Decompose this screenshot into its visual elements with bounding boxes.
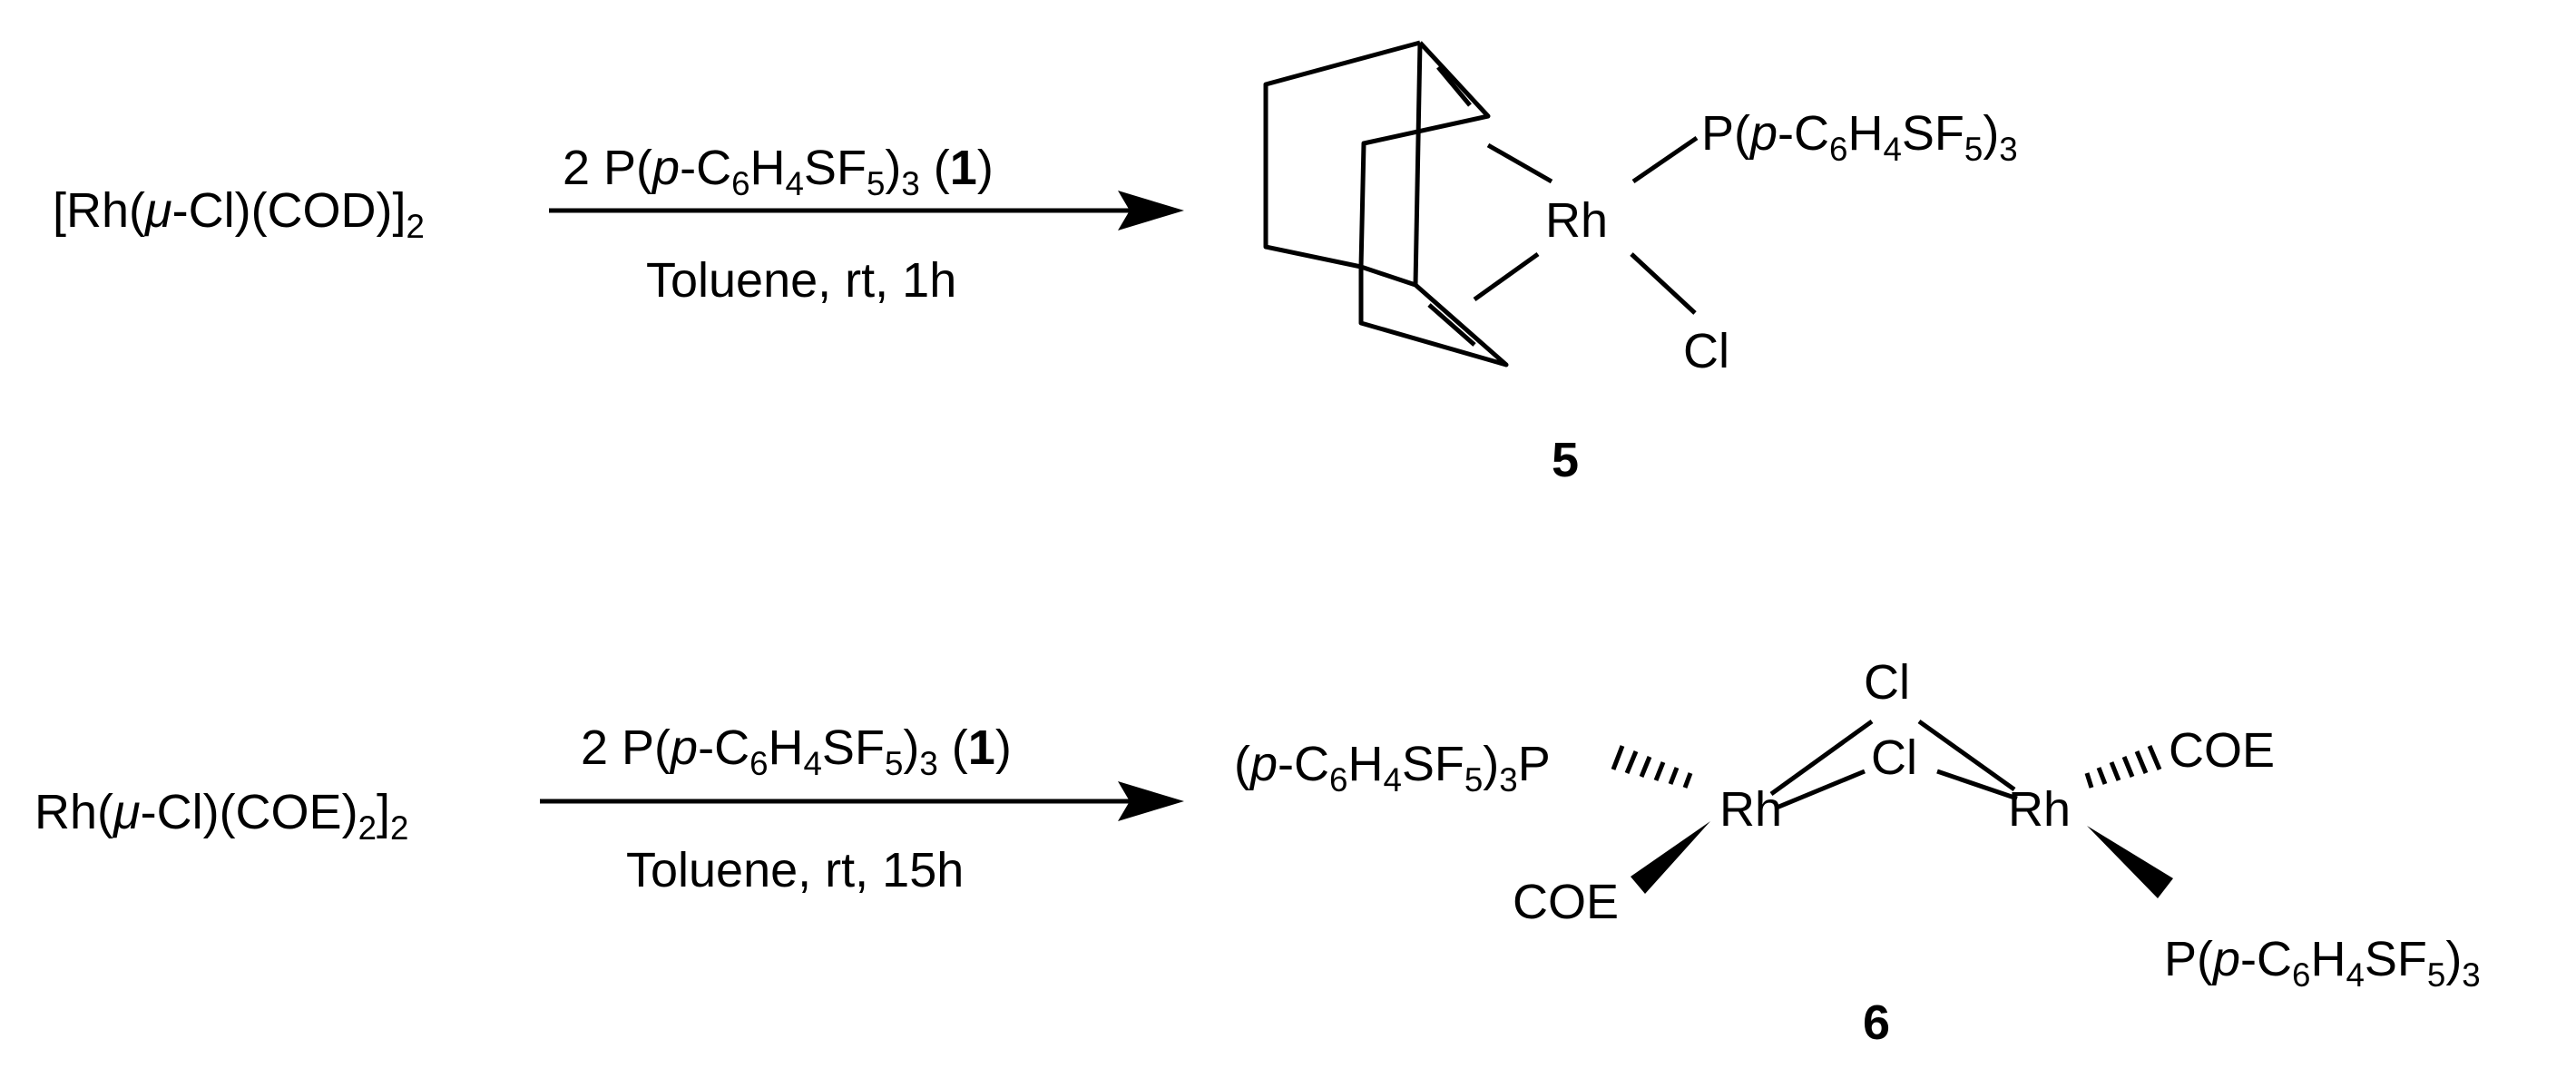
hashed-bond-right-coe — [2084, 745, 2162, 789]
cl-atom-5: Cl — [1683, 324, 1729, 378]
coe-ligand-left: COE — [1513, 875, 1620, 929]
rh-atom-5: Rh — [1545, 193, 1609, 248]
coe-ligand-right: COE — [2169, 723, 2276, 778]
reaction-arrow-1 — [549, 191, 1184, 230]
wedge-bond-left-coe — [1631, 821, 1710, 894]
reaction-arrow-2 — [540, 781, 1184, 821]
compound-number-5: 5 — [1552, 433, 1580, 487]
cl-bridge-top: Cl — [1864, 655, 1910, 710]
reactant-rh-cod-dimer: [Rh(μ-Cl)(COD)]2 — [53, 183, 425, 245]
rh-bonds-5 — [1473, 135, 1699, 315]
ligand-phosphine-right-6: P(p-C6H4SF5)3 — [2164, 932, 2481, 994]
rh-atom-right-6: Rh — [2008, 782, 2072, 837]
ligand-phosphine-5: P(p-C6H4SF5)3 — [1701, 106, 2018, 168]
reagent-phosphine-1: 2 P(p-C6H4SF5)3 (1) — [563, 141, 994, 202]
conditions-1: Toluene, rt, 1h — [646, 253, 957, 308]
reagent-phosphine-2: 2 P(p-C6H4SF5)3 (1) — [581, 720, 1012, 782]
ligand-phosphine-left-6: (p-C6H4SF5)3P — [1234, 737, 1551, 799]
rh-atom-left-6: Rh — [1719, 782, 1783, 837]
hashed-bond-left-p — [1611, 745, 1693, 789]
cod-ring — [1263, 40, 1509, 368]
rh-dimer-bonds — [1769, 719, 2018, 810]
reactant-rh-coe-dimer: Rh(μ-Cl)(COE)2]2 — [34, 785, 409, 847]
conditions-2: Toluene, rt, 15h — [626, 843, 965, 897]
wedge-bond-right-p — [2087, 826, 2173, 898]
cl-bridge-mid: Cl — [1871, 730, 1917, 785]
compound-number-6: 6 — [1863, 995, 1891, 1050]
